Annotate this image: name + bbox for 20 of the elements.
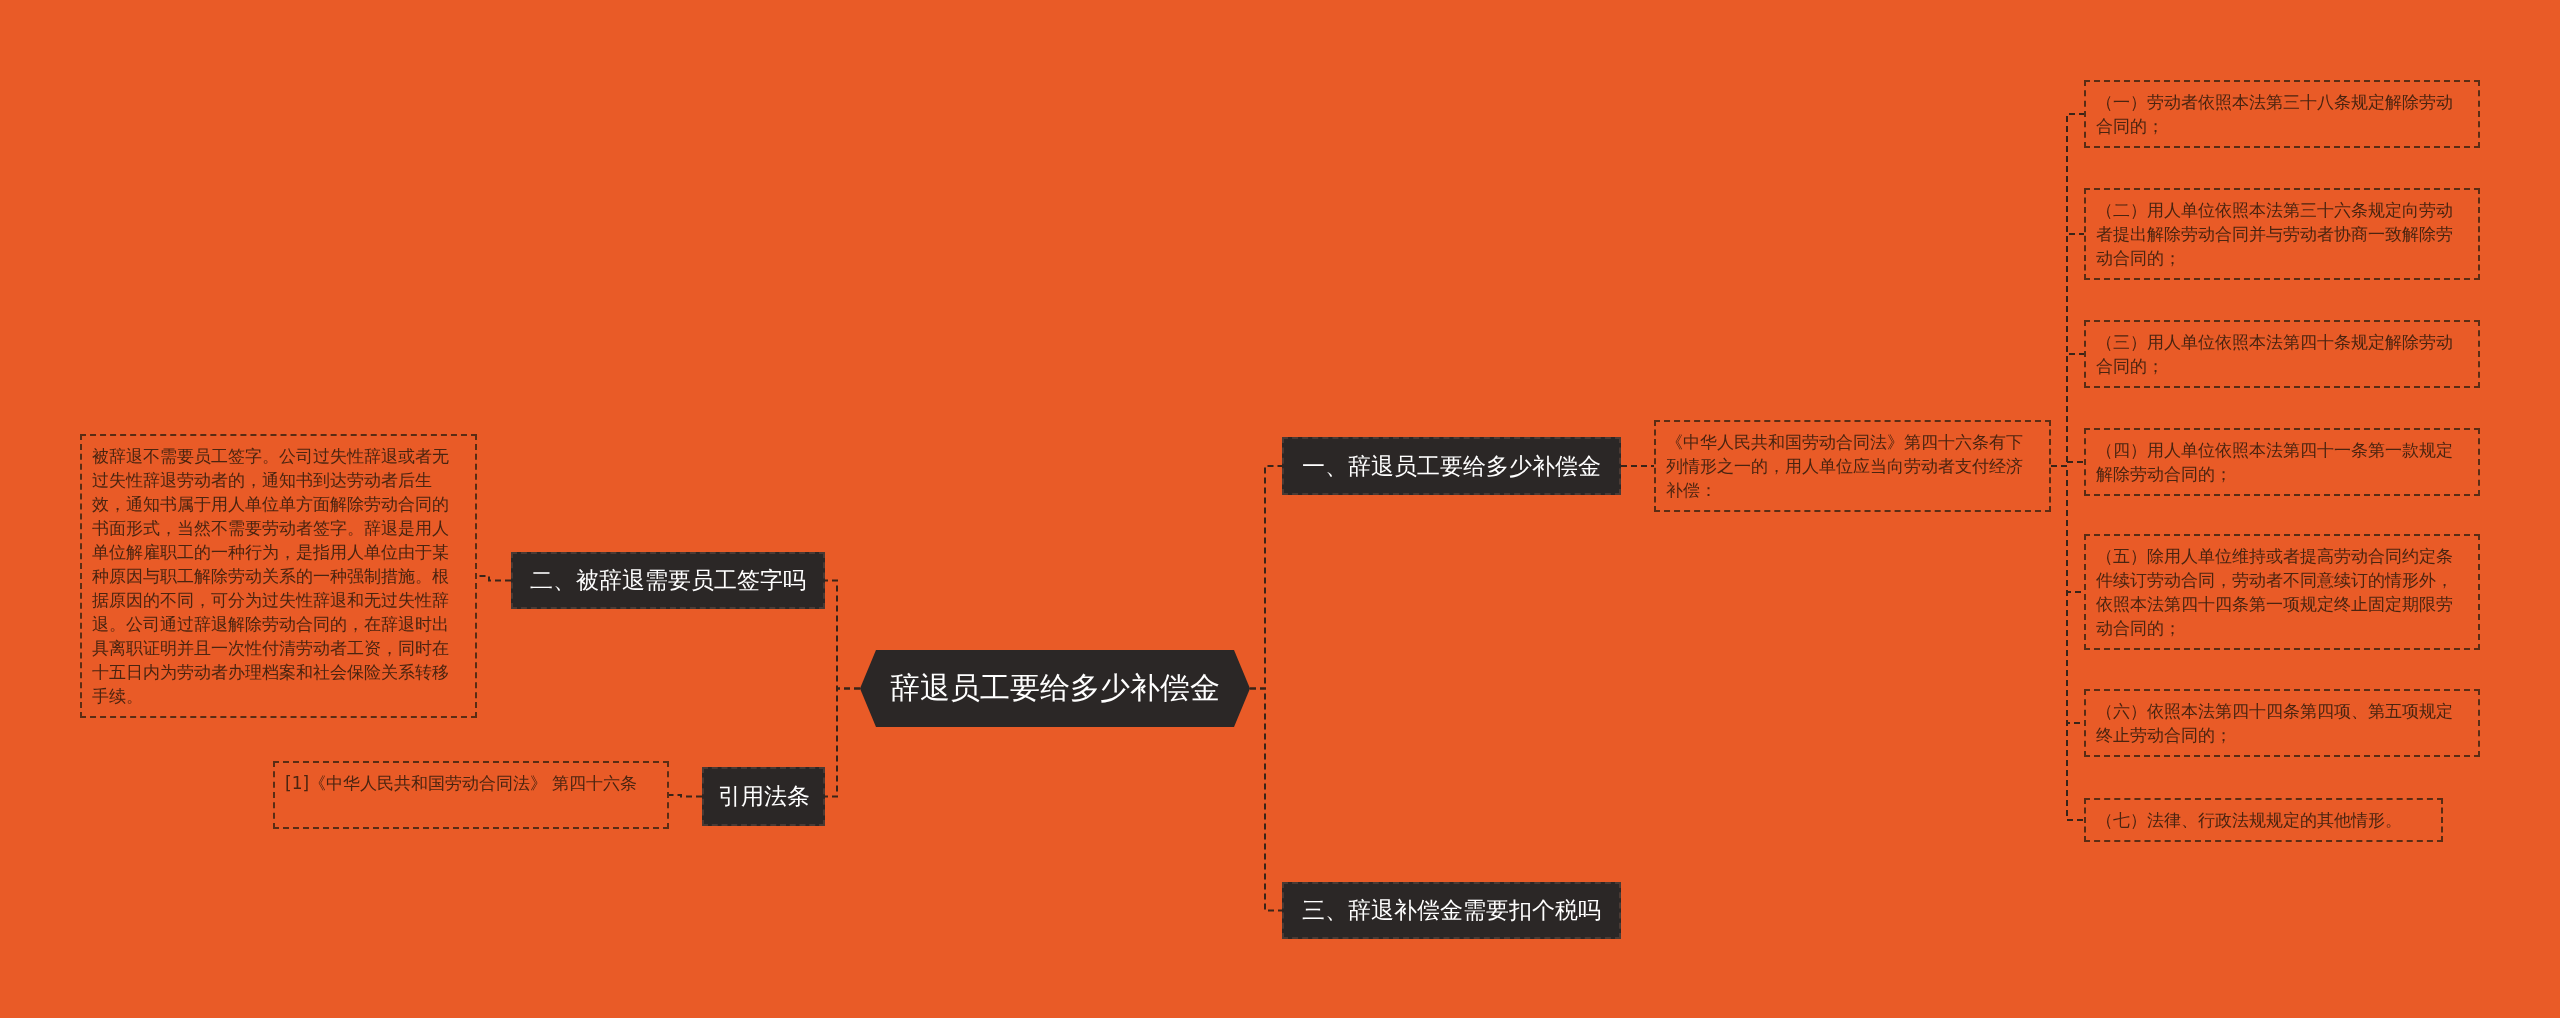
connector-line [1249, 687, 1283, 912]
topic-box: 二、被辞退需要员工签字吗 [511, 552, 825, 609]
topic-box: 一、辞退员工要给多少补偿金 [1282, 437, 1621, 495]
note-text: （二）用人单位依照本法第三十六条规定向劳动者提出解除劳动合同并与劳动者协商一致解除劳动合同的； [2084, 188, 2480, 280]
connector-line [824, 687, 861, 798]
connector-line [668, 794, 703, 798]
note-text: （七）法律、行政法规规定的其他情形。 [2084, 798, 2443, 842]
connector-line [2050, 465, 2085, 821]
central-topic: 辞退员工要给多少补偿金 [860, 650, 1250, 727]
topic-box: 引用法条 [702, 767, 825, 826]
note-text: （一）劳动者依照本法第三十八条规定解除劳动合同的； [2084, 80, 2480, 148]
note-text: 被辞退不需要员工签字。公司过失性辞退或者无过失性辞退劳动者的，通知书到达劳动者后生效，通知书属于用人单位单方面解除劳动合同的书面形式，当然不需要劳动者签字。辞退是用人单位解雇职工的一种行为，是指用人单位由于某种原因与职工解除劳动关系的一种强制措施。根据原因的不同，可分为过失性辞退和无过失性辞退。公司通过辞退解除劳动合同的，在辞退时出具离职证明并且一次性付清劳动者工资，同时在十五日内为劳动者办理档案和社会保险关系转移手续。 [80, 434, 477, 718]
topic-box: 三、辞退补偿金需要扣个税吗 [1282, 882, 1621, 939]
note-text: [1]《中华人民共和国劳动合同法》 第四十六条 [273, 761, 669, 829]
note-text: （四）用人单位依照本法第四十一条第一款规定解除劳动合同的； [2084, 428, 2480, 496]
connector-line [1620, 465, 1655, 467]
note-text: （三）用人单位依照本法第四十条规定解除劳动合同的； [2084, 320, 2480, 388]
note-text: （六）依照本法第四十四条第四项、第五项规定终止劳动合同的； [2084, 689, 2480, 757]
note-text: （五）除用人单位维持或者提高劳动合同约定条件续订劳动合同，劳动者不同意续订的情形外，依照本法第四十四条第一项规定终止固定期限劳动合同的； [2084, 534, 2480, 650]
note-text: 《中华人民共和国劳动合同法》第四十六条有下列情形之一的，用人单位应当向劳动者支付经济补偿： [1654, 420, 2051, 512]
